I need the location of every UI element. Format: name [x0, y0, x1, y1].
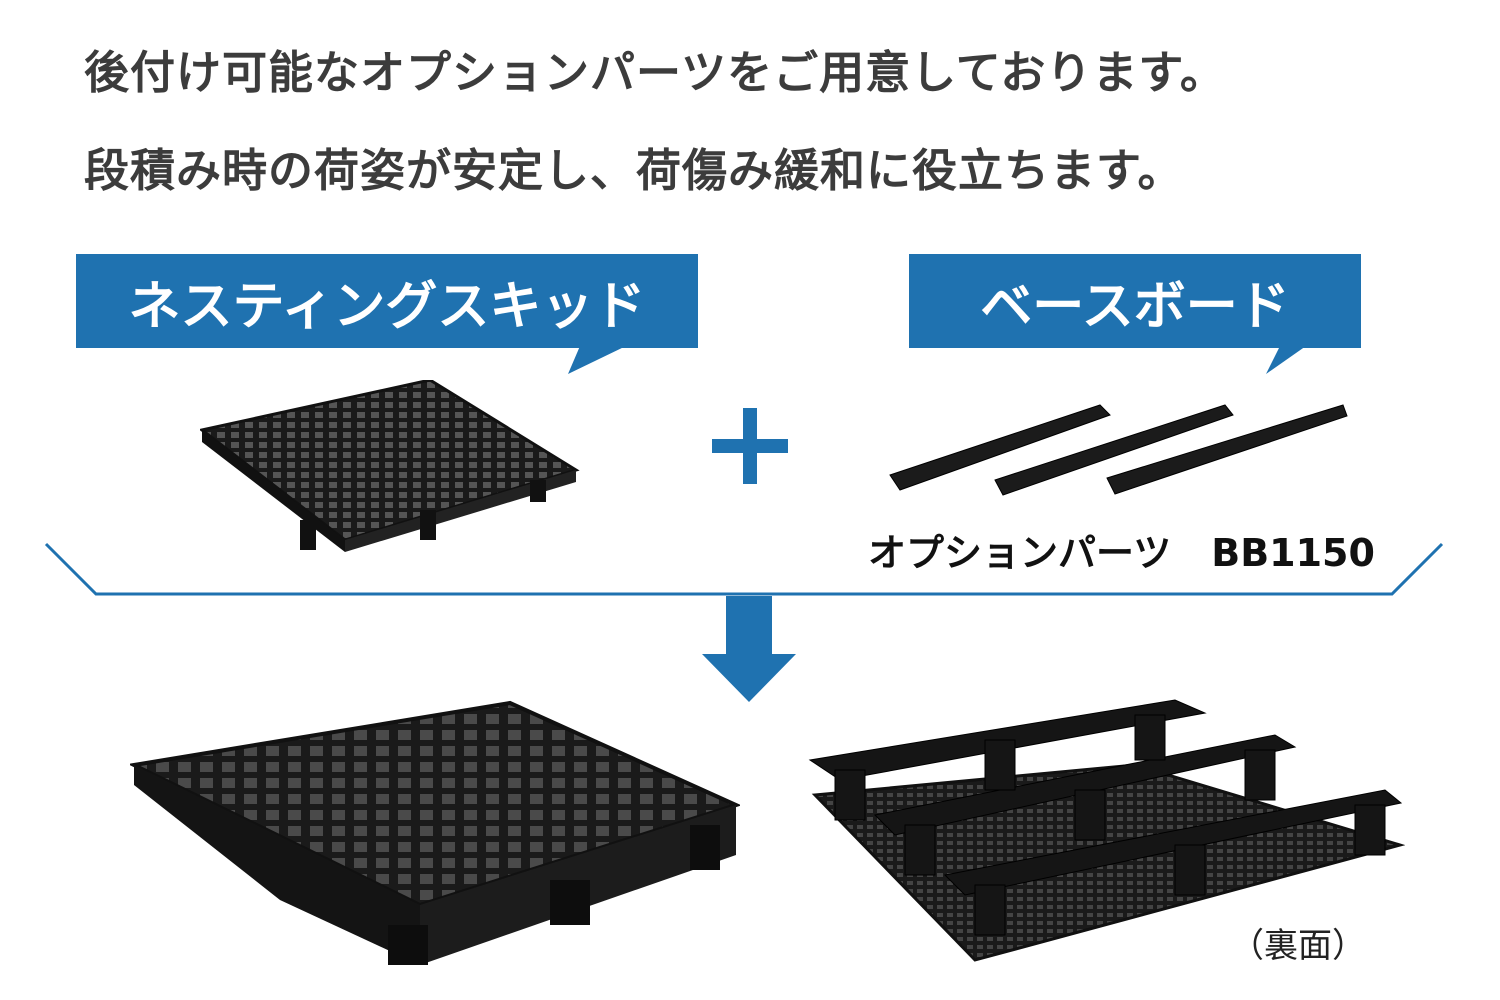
option-parts-name: オプションパーツ: [868, 531, 1172, 575]
speech-tail-left: [568, 346, 626, 374]
speech-tail-right: [1266, 346, 1306, 374]
back-side-note: （裏面）: [1230, 926, 1366, 966]
headline-line-1: 後付け可能なオプションパーツをご用意しております。: [84, 46, 1226, 99]
nesting-skid-image: [200, 380, 580, 552]
option-parts-caption: オプションパーツ BB1150: [868, 522, 1375, 577]
down-arrow-icon: [726, 596, 772, 656]
combine-bracket: [44, 542, 1444, 702]
plus-icon: [712, 408, 788, 484]
option-parts-model: BB1150: [1211, 531, 1375, 575]
base-board-image: [889, 404, 1348, 496]
assembled-pallet-front-image: [130, 700, 740, 965]
headline-line-2: 段積み時の荷姿が安定し、荷傷み緩和に役立ちます。: [84, 144, 1184, 197]
nesting-skid-label: ネスティングスキッド: [76, 254, 698, 348]
base-board-label: ベースボード: [909, 254, 1361, 348]
assembled-pallet-back-image: [808, 699, 1405, 962]
